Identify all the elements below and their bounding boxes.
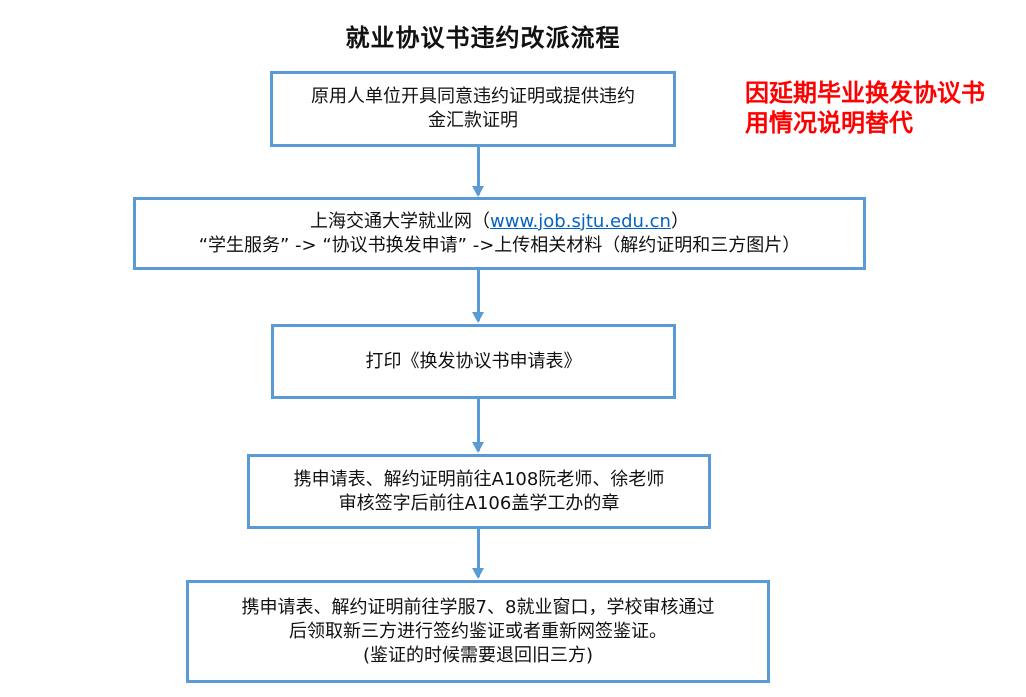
step-5-box: 携申请表、解约证明前往学服7、8就业窗口，学校审核通过 后领取新三方进行签约鉴证…	[186, 580, 770, 683]
step-3-line: 打印《换发协议书申请表》	[365, 350, 582, 372]
arrow-3-4	[472, 399, 484, 453]
step-1-box: 原用人单位开具同意违约证明或提供违约 金汇款证明	[270, 71, 676, 147]
job-website-link[interactable]: www.job.sjtu.edu.cn	[490, 210, 671, 232]
step-1-line: 原用人单位开具同意违约证明或提供违约	[311, 86, 635, 107]
note-line: 因延期毕业换发协议书	[745, 79, 985, 107]
step-1-line: 金汇款证明	[428, 110, 518, 131]
step-4-line: 审核签字后前往A106盖学工办的章	[338, 492, 620, 514]
arrow-1-2	[472, 147, 484, 197]
arrow-4-5	[472, 529, 484, 579]
arrow-2-3	[472, 270, 484, 323]
step-5-line: 后领取新三方进行签约鉴证或者重新网签鉴证。	[289, 620, 667, 642]
red-note: 因延期毕业换发协议书 用情况说明替代	[745, 78, 1025, 138]
step-5-line: 携申请表、解约证明前往学服7、8就业窗口，学校审核通过	[241, 596, 715, 618]
page-title: 就业协议书违约改派流程	[345, 24, 621, 52]
step-3-box: 打印《换发协议书申请表》	[271, 324, 676, 399]
note-line: 用情况说明替代	[745, 109, 913, 137]
step-2-line-1: 上海交通大学就业网（www.job.sjtu.edu.cn）	[310, 210, 689, 232]
step-4-box: 携申请表、解约证明前往A108阮老师、徐老师 审核签字后前往A106盖学工办的章	[247, 454, 711, 529]
step-5-line: (鉴证的时候需要退回旧三方)	[362, 644, 594, 666]
step-2-box: 上海交通大学就业网（www.job.sjtu.edu.cn） “学生服务” ->…	[133, 197, 866, 270]
step-4-line: 携申请表、解约证明前往A108阮老师、徐老师	[293, 468, 665, 490]
step-2-line-2: “学生服务” -> “协议书换发申请” ->上传相关材料（解约证明和三方图片）	[198, 234, 801, 256]
